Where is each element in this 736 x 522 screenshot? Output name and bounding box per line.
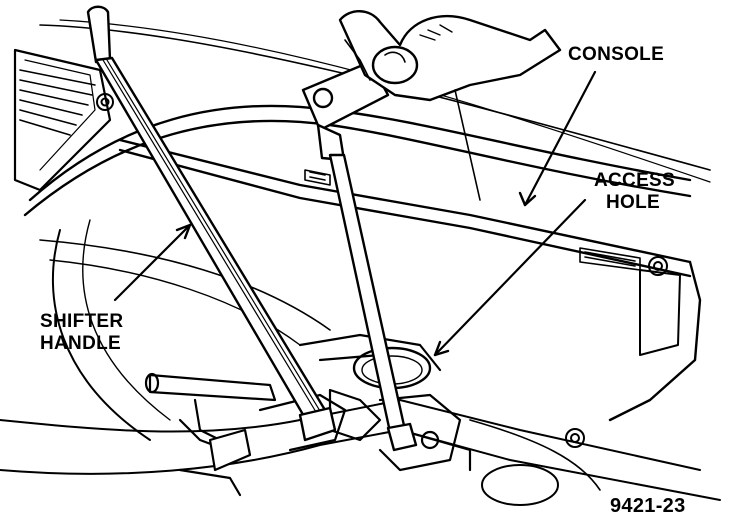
figure-number: 9421-23 [610, 495, 686, 517]
console-label: CONSOLE [568, 44, 664, 65]
console-hatching [19, 69, 641, 271]
access-hole-label-line1: ACCESS [594, 170, 675, 191]
shifter-assembly [144, 333, 472, 497]
socket-wrench [301, 60, 418, 452]
shifter-handle-label-line2: HANDLE [40, 333, 121, 354]
hand [338, 10, 562, 102]
shifter-handle [86, 5, 337, 442]
console-fasteners [96, 93, 668, 448]
leader-lines [113, 70, 597, 357]
shifter-handle-label-line1: SHIFTER [40, 311, 123, 332]
access-hole-label-line2: HOLE [606, 192, 660, 213]
